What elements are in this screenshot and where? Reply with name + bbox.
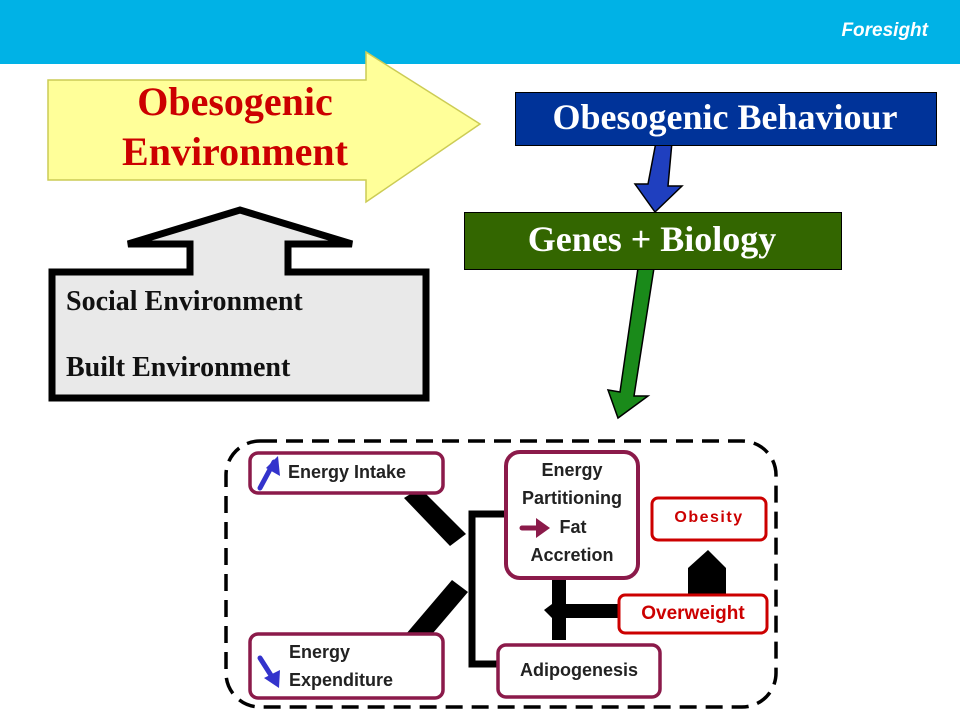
energy-intake-label: Energy Intake bbox=[288, 462, 407, 482]
energy-partitioning-line-3: Fat bbox=[559, 517, 587, 537]
pathway-region bbox=[224, 439, 778, 709]
energy-partitioning-line-1: Energy bbox=[541, 460, 603, 480]
expenditure-connector bbox=[406, 580, 468, 646]
pathway-bracket bbox=[468, 510, 506, 668]
energy-intake-box bbox=[248, 451, 445, 495]
overweight-connector bbox=[544, 580, 618, 640]
energy-partitioning-box bbox=[504, 450, 640, 580]
obesity-box bbox=[650, 496, 768, 542]
environment-up-arrow bbox=[48, 206, 430, 402]
obesity-label: Obesity bbox=[674, 509, 744, 526]
genes-biology-box bbox=[464, 212, 842, 270]
obesity-connector bbox=[688, 550, 726, 598]
behaviour-to-genes-arrow bbox=[633, 141, 684, 214]
arrow-up-right-icon bbox=[257, 456, 280, 491]
arrow-down-right-icon bbox=[257, 655, 280, 688]
obesogenic-environment-line-2: Environment bbox=[122, 129, 348, 174]
overweight-label: Overweight bbox=[641, 603, 745, 624]
obesogenic-behaviour-box bbox=[515, 92, 937, 146]
intake-connector bbox=[404, 488, 466, 546]
genes-biology-label: Genes + Biology bbox=[527, 219, 777, 259]
overweight-box bbox=[617, 593, 769, 635]
adipogenesis-label: Adipogenesis bbox=[519, 660, 639, 680]
obesogenic-environment-arrow bbox=[47, 50, 482, 204]
arrow-right-icon bbox=[519, 518, 550, 538]
energy-expenditure-line-2: Expenditure bbox=[289, 670, 394, 690]
obesogenic-behaviour-label: Obesogenic Behaviour bbox=[552, 97, 898, 137]
energy-expenditure-line-1: Energy bbox=[289, 642, 351, 662]
adipogenesis-box bbox=[496, 643, 662, 699]
brand-logo: Foresight bbox=[841, 20, 928, 41]
obesogenic-environment-line-1: Obesogenic bbox=[137, 79, 333, 124]
energy-expenditure-box bbox=[248, 632, 445, 700]
built-environment-label: Built Environment bbox=[66, 352, 291, 383]
genes-to-pathway-arrow bbox=[606, 267, 655, 420]
energy-partitioning-line-4: Accretion bbox=[530, 545, 614, 565]
social-environment-label: Social Environment bbox=[66, 286, 303, 317]
energy-partitioning-line-2: Partitioning bbox=[522, 488, 622, 508]
header-bar: Foresight bbox=[0, 0, 960, 64]
